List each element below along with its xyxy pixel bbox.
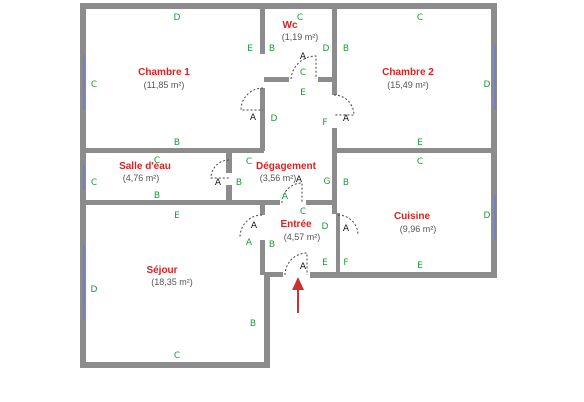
door-label: A xyxy=(250,113,257,123)
wall-label: C xyxy=(300,68,306,78)
windows xyxy=(83,45,496,320)
wall-label: B xyxy=(269,240,275,250)
arrow-up-icon xyxy=(292,277,304,313)
wall-label: C xyxy=(246,157,252,167)
room-area-salle-deau: (4,76 m²) xyxy=(123,173,160,183)
room-area-chambre1: (11,85 m²) xyxy=(144,80,185,90)
door-letters: A A A A A A A A xyxy=(215,52,350,272)
wall-label: D xyxy=(484,80,491,90)
wall-label: D xyxy=(91,285,98,295)
wall-label: C xyxy=(417,13,423,23)
room-name-salle-deau: Salle d'eau xyxy=(119,161,171,172)
wall-label: E xyxy=(300,88,306,98)
wall-label: D xyxy=(323,44,330,54)
wall-label: E xyxy=(174,211,180,221)
door-label: A xyxy=(300,52,307,62)
door-swing-chambre2 xyxy=(333,94,355,116)
room-name-chambre1: Chambre 1 xyxy=(138,67,190,78)
wall-label: B xyxy=(343,44,349,54)
room-name-wc: Wc xyxy=(283,20,298,31)
door-label: A xyxy=(296,175,303,185)
door-label: A xyxy=(343,114,350,124)
door-label: A xyxy=(300,262,307,272)
wall-label: B xyxy=(343,178,349,188)
wall-label: C xyxy=(297,13,303,23)
wall-label: D xyxy=(322,222,329,232)
wall-letters: D C E B C B D C B D E C C B C E D F G B … xyxy=(91,13,491,361)
door-swing-wc xyxy=(290,55,317,80)
wall-label: C xyxy=(91,80,97,90)
wall-label: B xyxy=(174,138,180,148)
wall-label: B xyxy=(154,191,160,201)
room-area-chambre2: (15,49 m²) xyxy=(387,80,429,90)
wall-label: C xyxy=(174,351,180,361)
door-swing-degagement xyxy=(281,182,303,204)
wall-label: A xyxy=(282,192,289,202)
outer-walls xyxy=(80,3,497,368)
wall-label: C xyxy=(154,156,160,166)
door-swing-salle-deau xyxy=(210,159,230,179)
wall-label: G xyxy=(324,177,331,187)
wall-label: C xyxy=(417,157,423,167)
room-name-degagement: Dégagement xyxy=(256,161,317,172)
wall-label: E xyxy=(247,44,253,54)
wall-label: F xyxy=(322,118,327,128)
room-area-degagement: (3,56 m²) xyxy=(260,173,297,183)
wall-label: D xyxy=(174,13,181,23)
room-area-wc: (1,19 m²) xyxy=(282,32,319,42)
room-name-chambre2: Chambre 2 xyxy=(382,67,434,78)
wall-label: D xyxy=(271,114,278,124)
wall-label: B xyxy=(269,44,275,54)
wall-label: E xyxy=(417,261,423,271)
room-area-cuisine: (9,96 m²) xyxy=(400,224,437,234)
room-name-cuisine: Cuisine xyxy=(394,211,431,222)
room-area-sejour: (18,35 m²) xyxy=(151,277,193,287)
wall-label: C xyxy=(91,178,97,188)
door-label: A xyxy=(215,178,222,188)
door-swing-sejour xyxy=(239,214,263,238)
wall-label: E xyxy=(417,138,423,148)
wall-label: B xyxy=(236,178,242,188)
room-labels: Chambre 1 (11,85 m²) Wc (1,19 m²) Chambr… xyxy=(119,20,436,287)
wall-label: C xyxy=(300,207,306,217)
door-label: A xyxy=(251,221,258,231)
room-name-sejour: Séjour xyxy=(146,265,177,276)
door-label: A xyxy=(343,224,350,234)
door-swings xyxy=(210,55,359,276)
door-swing-cuisine xyxy=(337,214,359,236)
wall-label: D xyxy=(484,211,491,221)
wall-label: B xyxy=(250,319,256,329)
wall-label: F xyxy=(343,258,348,268)
room-name-entree: Entrée xyxy=(280,219,312,230)
door-swing-chambre1 xyxy=(240,87,264,111)
interior-walls xyxy=(84,6,495,277)
wall-label: E xyxy=(322,258,328,268)
room-area-entree: (4,57 m²) xyxy=(284,232,321,242)
wall-label: A xyxy=(246,238,253,248)
